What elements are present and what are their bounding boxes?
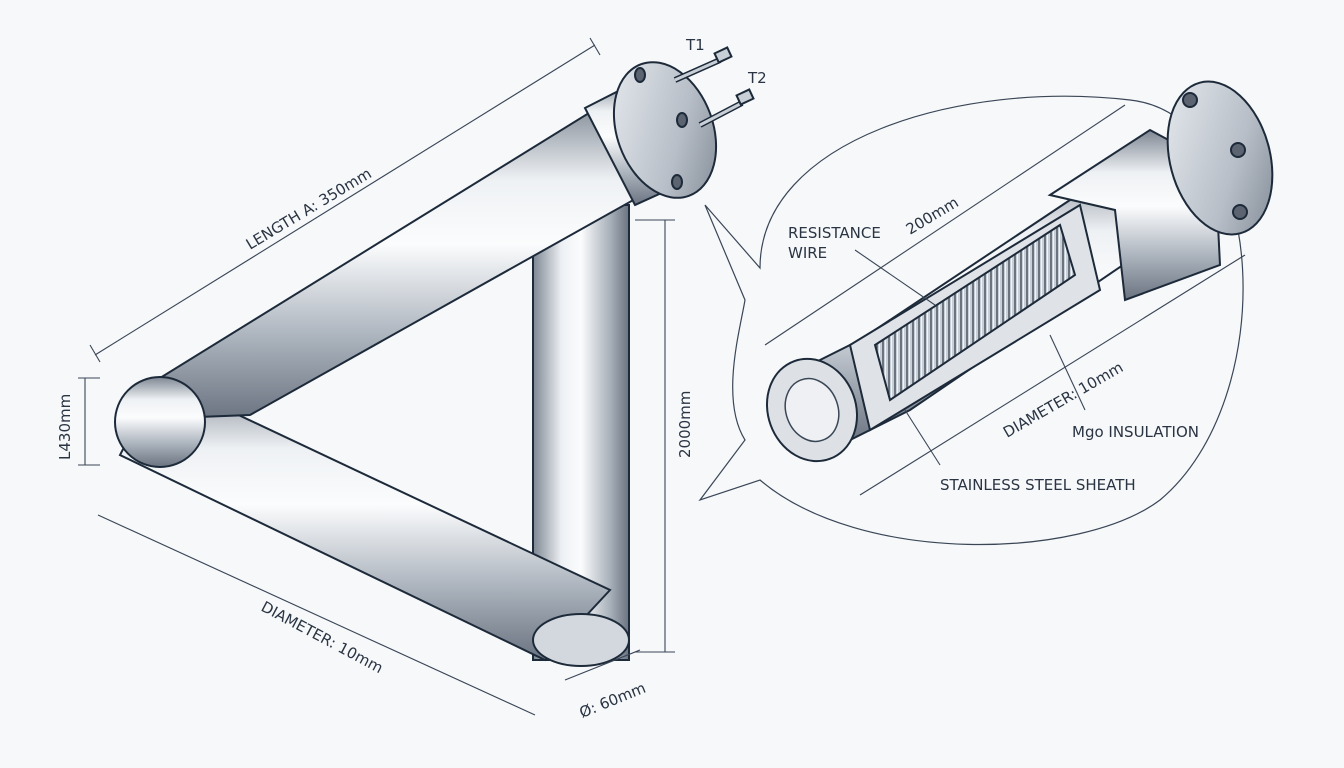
sheath-label: STAINLESS STEEL SHEATH <box>940 476 1136 494</box>
mgo-insulation-label: Mgo INSULATION <box>1072 423 1199 441</box>
end-cap-cylinder <box>1047 80 1274 302</box>
diameter-main-label: DIAMETER: 10mm <box>258 598 386 677</box>
terminal-1-label: T1 <box>685 36 705 54</box>
front-end-cap <box>765 357 859 463</box>
left-bend <box>114 376 206 468</box>
triangular-heater <box>114 46 755 667</box>
left-height-label: L430mm <box>56 394 74 460</box>
terminal-pin-icon <box>673 46 755 128</box>
right-height-label: 2000mm <box>676 391 694 458</box>
bend-diameter-label: Ø: 60mm <box>577 679 649 722</box>
resistance-wire-label-line2: WIRE <box>788 244 827 262</box>
detail-callout <box>698 80 1274 546</box>
bottom-bend <box>532 613 630 667</box>
sheath-body <box>798 158 1147 447</box>
terminal-2-label: T2 <box>747 69 767 87</box>
main-dimensions <box>78 37 675 716</box>
detail-length-label: 200mm <box>903 193 962 238</box>
mounting-flange-icon <box>612 61 718 199</box>
length-a-label: LENGTH A: 350mm <box>243 164 375 253</box>
resistance-wire-label-line1: RESISTANCE <box>788 224 881 242</box>
